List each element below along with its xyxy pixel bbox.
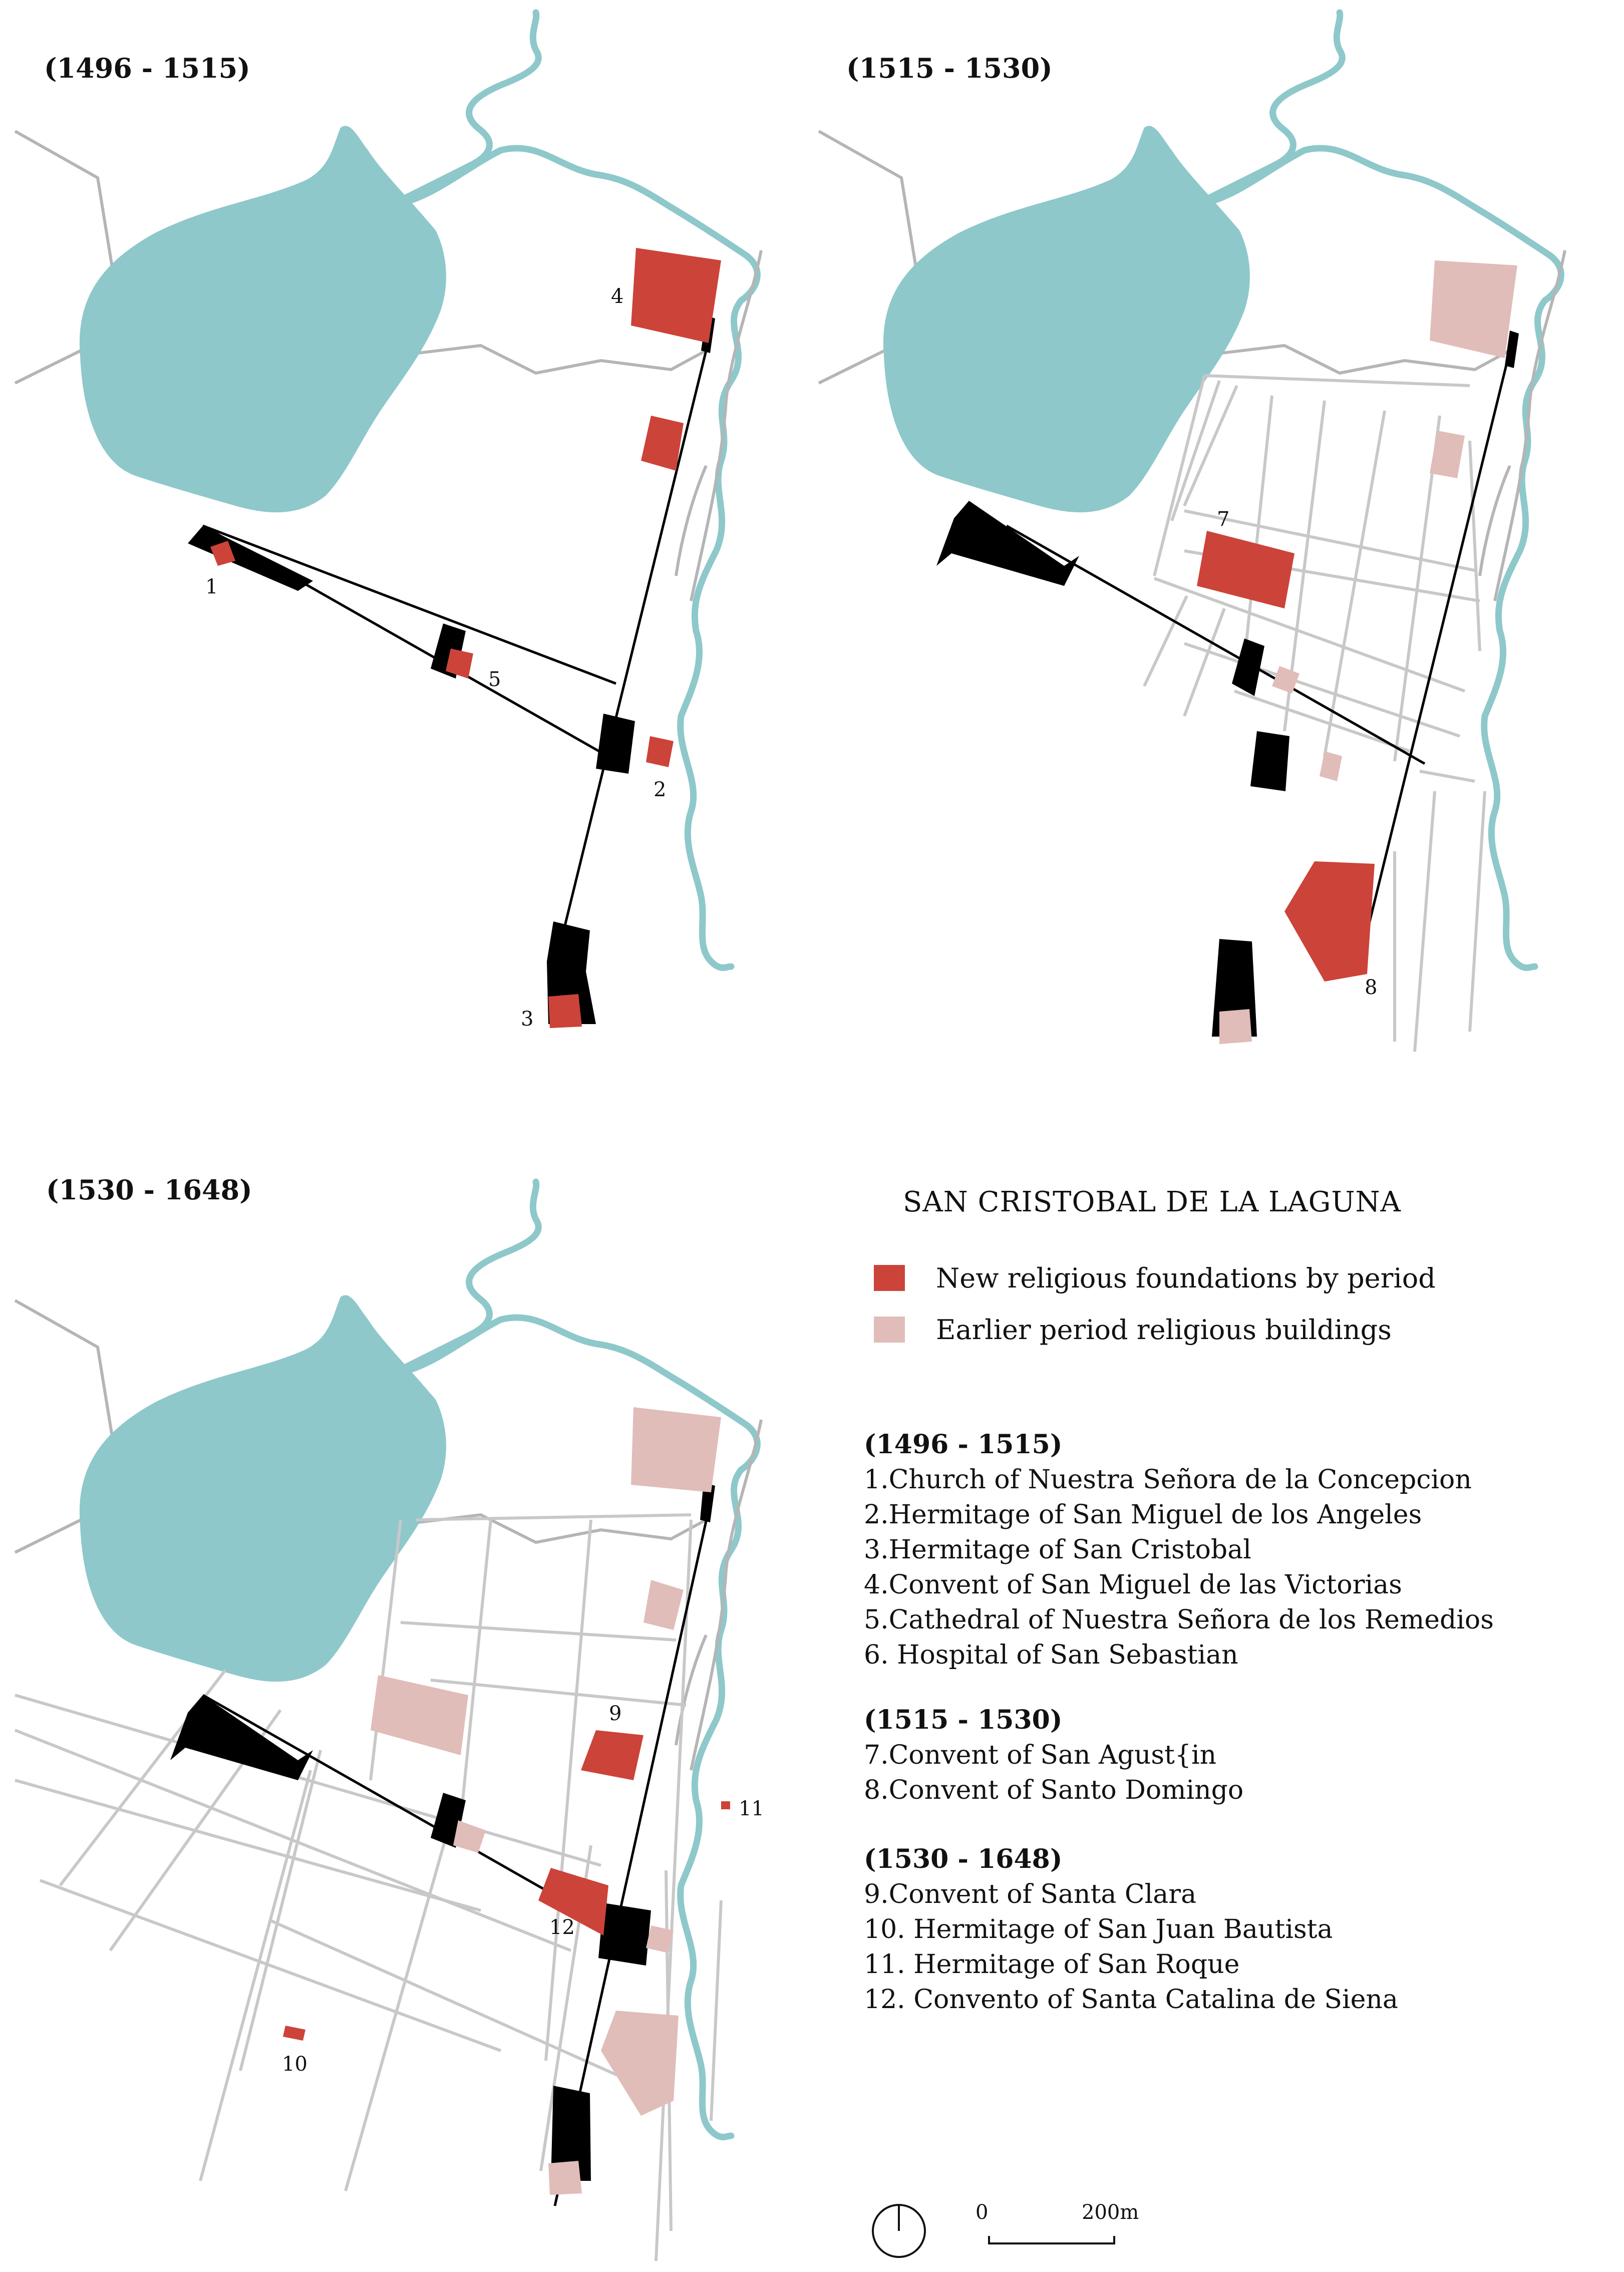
list-1496-1515: (1496 - 1515) 1.Church of Nuestra Señora… bbox=[864, 1427, 1494, 1673]
panel-1-period-title: (1496 - 1515) bbox=[44, 52, 250, 84]
list-1530-1648: (1530 - 1648) 9.Convent of Santa Clara 1… bbox=[864, 1842, 1398, 2017]
legend-label-earlier: Earlier period religious buildings bbox=[936, 1314, 1392, 1346]
foundation-5 bbox=[446, 648, 473, 679]
list-item: 9.Convent of Santa Clara bbox=[864, 1879, 1197, 1909]
foundation-11 bbox=[721, 1801, 730, 1809]
scale-label-end: 200m bbox=[1082, 2201, 1139, 2224]
list-item: 5.Cathedral of Nuestra Señora de los Rem… bbox=[864, 1605, 1494, 1635]
list-item: 10. Hermitage of San Juan Bautista bbox=[864, 1914, 1333, 1944]
foundation-9 bbox=[581, 1730, 643, 1780]
legend-label-new: New religious foundations by period bbox=[936, 1262, 1436, 1294]
legend-new: New religious foundations by period bbox=[874, 1262, 1436, 1294]
list-heading: (1530 - 1648) bbox=[864, 1844, 1063, 1874]
list-item: 7.Convent of San Agust{in bbox=[864, 1740, 1217, 1770]
foundation-12 bbox=[538, 1868, 608, 1935]
number-2: 2 bbox=[654, 778, 666, 801]
number-12: 12 bbox=[549, 1916, 575, 1939]
legend-earlier: Earlier period religious buildings bbox=[874, 1314, 1392, 1346]
scale-label-start: 0 bbox=[976, 2201, 989, 2224]
foundation-4 bbox=[631, 248, 721, 343]
panel-2-period-title: (1515 - 1530) bbox=[846, 52, 1053, 84]
number-1: 1 bbox=[205, 575, 218, 598]
north-arrow bbox=[872, 2204, 926, 2258]
number-7: 7 bbox=[1217, 508, 1229, 531]
number-10: 10 bbox=[282, 2053, 307, 2076]
list-heading: (1515 - 1530) bbox=[864, 1705, 1063, 1735]
number-3: 3 bbox=[521, 1008, 533, 1031]
legend-swatch-earlier bbox=[874, 1317, 905, 1343]
list-item: 4.Convent of San Miguel de las Victorias bbox=[864, 1570, 1402, 1600]
list-item: 2.Hermitage of San Miguel de los Angeles bbox=[864, 1500, 1422, 1530]
legend-title: SAN CRISTOBAL DE LA LAGUNA bbox=[903, 1186, 1401, 1218]
list-item: 11. Hermitage of San Roque bbox=[864, 1950, 1240, 1980]
list-item: 3.Hermitage of San Cristobal bbox=[864, 1535, 1251, 1565]
foundation-2 bbox=[646, 736, 674, 767]
number-5: 5 bbox=[488, 668, 501, 691]
scale-bar bbox=[988, 2236, 1115, 2244]
list-1515-1530: (1515 - 1530) 7.Convent of San Agust{in … bbox=[864, 1703, 1243, 1808]
foundation-3 bbox=[548, 994, 582, 1028]
list-item: 1.Church of Nuestra Señora de la Concepc… bbox=[864, 1465, 1472, 1495]
list-item: 8.Convent of Santo Domingo bbox=[864, 1775, 1244, 1805]
list-heading: (1496 - 1515) bbox=[864, 1429, 1063, 1460]
list-item: 12. Convento of Santa Catalina de Siena bbox=[864, 1985, 1398, 2015]
number-8: 8 bbox=[1365, 976, 1377, 999]
hermitage-detail bbox=[641, 416, 684, 471]
foundation-1 bbox=[210, 541, 235, 566]
panel-1515-1530: 7 8 bbox=[819, 13, 1565, 1052]
panel-1496-1515: 4 1 5 2 3 bbox=[15, 13, 761, 1031]
number-9: 9 bbox=[609, 1702, 621, 1725]
foundation-8 bbox=[1284, 861, 1375, 982]
foundation-10 bbox=[283, 2026, 305, 2041]
panel-1530-1648: 9 10 11 12 bbox=[15, 1182, 764, 2261]
number-4: 4 bbox=[611, 285, 623, 308]
legend-swatch-new bbox=[874, 1265, 905, 1291]
list-item: 6. Hospital of San Sebastian bbox=[864, 1640, 1238, 1670]
number-11: 11 bbox=[739, 1797, 764, 1820]
panel-3-period-title: (1530 - 1648) bbox=[46, 1174, 252, 1206]
